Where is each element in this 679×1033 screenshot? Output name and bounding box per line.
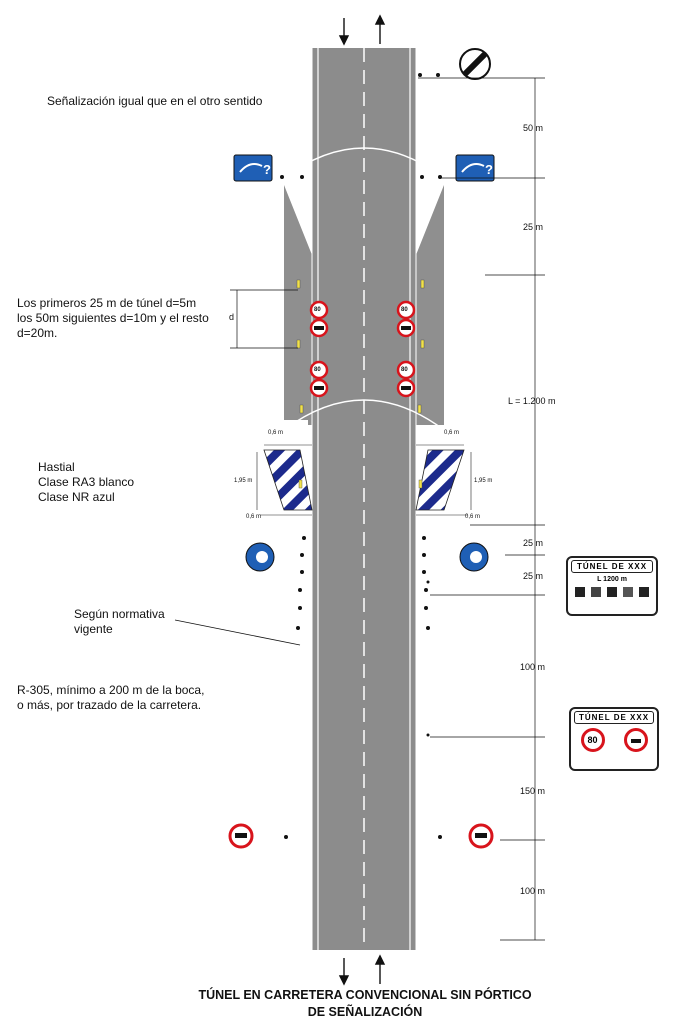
r305-note: R-305, mínimo a 200 m de la boca, o más,… [17,683,204,713]
dim-width-left-top: 0,6 m [268,430,284,436]
dimension-line [418,77,545,941]
speed-sign-upper-left: 80 [314,307,321,313]
lights-on-sign-right [459,542,489,572]
tunnel-info-sign-right: ? [455,154,495,182]
hastial-note: Hastial Clase RA3 blanco Clase NR azul [38,460,134,505]
marker-spacing-line-1: Los primeros 25 m de túnel d=5m [17,296,197,310]
svg-text:?: ? [263,162,271,177]
dim-length: L = 1.200 m [508,396,556,406]
dim-25m-c: 25 m [523,571,544,581]
tunnel-panel-upper-icons [572,587,652,597]
red-signs-upper [309,300,416,398]
no-overtaking-icon [623,728,648,752]
direction-arrows [338,14,386,986]
dim-width-right-top: 0,6 m [444,430,460,436]
delineator-posts [296,536,430,630]
normativa-note: Según normativa vigente [74,607,165,637]
marker-spacing-line-2: los 50m siguientes d=10m y el resto [17,311,209,325]
marker-spacing-note: Los primeros 25 m de túnel d=5m los 50m … [17,296,209,341]
no-overtaking-sign-right [468,823,494,849]
extinguisher-icon [607,587,617,597]
end-restrictions-sign [459,48,491,80]
marker-spacing-line-3: d=20m. [17,326,58,340]
hastial-right [415,449,465,511]
r305-line-1: R-305, mínimo a 200 m de la boca, [17,683,205,697]
dim-width-left-bot: 0,6 m [246,514,262,520]
hastial-line-2: Clase RA3 blanco [38,475,135,489]
reflective-markers [296,279,425,489]
no-overtaking-sign-left [228,823,254,849]
dim-50m-top: 50 m [523,123,544,133]
dim-height-right: 1,95 m [474,478,493,484]
dim-25m-a: 25 m [523,222,544,232]
lights-on-sign-left [245,542,275,572]
dim-100m-a: 100 m [520,662,546,672]
speed-sign-lower-left: 80 [314,367,321,373]
title-line-2: DE SEÑALIZACIÓN [307,1005,423,1019]
tunnel-body [284,185,312,425]
tunnel-portal-arc [283,147,445,179]
diagram-title: TÚNEL EN CARRETERA CONVENCIONAL SIN PÓRT… [150,987,580,1021]
tunnel-body-right [416,185,444,425]
sos-icon [575,587,585,597]
svg-text:?: ? [485,162,493,177]
title-line-1: TÚNEL EN CARRETERA CONVENCIONAL SIN PÓRT… [198,988,532,1002]
hastial-line-1: Hastial [38,460,75,474]
tunnel-panel-lower: TÚNEL DE XXX 80 [569,707,659,771]
dim-100m-b: 100 m [520,886,546,896]
tunnel-panel-lower-header: TÚNEL DE XXX [574,711,654,724]
speed-limit-icon: 80 [580,728,605,752]
phone-icon [591,587,601,597]
post-markers [280,73,442,839]
dim-width-right-bot: 0,6 m [465,514,481,520]
d-label: d [229,312,235,322]
tunnel-info-sign-left: ? [233,154,273,182]
normativa-line-2: vigente [74,622,113,636]
dim-25m-b: 25 m [523,538,544,548]
exit-icon [623,587,633,597]
tunnel-panel-upper: TÚNEL DE XXX L 1200 m [566,556,658,616]
radio-icon [639,587,649,597]
dim-150m: 150 m [520,786,546,796]
normativa-line-1: Según normativa [74,607,165,621]
speed-sign-upper-right: 80 [401,307,408,313]
hastial-left [263,449,313,511]
hastial-line-3: Clase NR azul [38,490,115,504]
speed-sign-lower-right: 80 [401,367,408,373]
r305-line-2: o más, por trazado de la carretera. [17,698,202,712]
dim-height-left: 1,95 m [234,478,253,484]
tunnel-panel-upper-header: TÚNEL DE XXX [571,560,653,573]
tunnel-panel-upper-length: L 1200 m [597,576,627,583]
same-signals-note: Señalización igual que en el otro sentid… [47,94,263,108]
